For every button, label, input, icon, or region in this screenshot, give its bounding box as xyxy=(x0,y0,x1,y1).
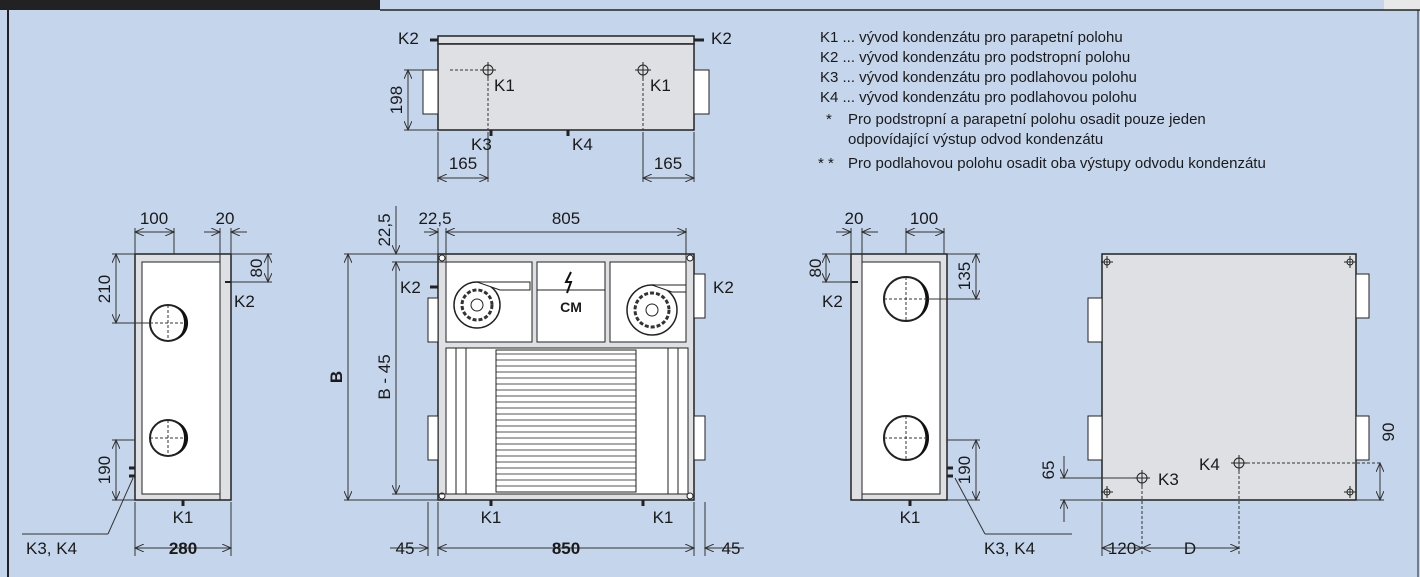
right-side-view xyxy=(822,228,1072,535)
dim-805: 805 xyxy=(552,209,580,228)
label-k3-k4: K3, K4 xyxy=(26,539,77,558)
label-k1: K1 xyxy=(650,76,671,95)
label-k2: K2 xyxy=(398,29,419,48)
note-text: Pro podlahovou polohu osadit oba výstupy… xyxy=(848,155,1266,172)
label-k1: K1 xyxy=(900,508,921,527)
dim-45: 45 xyxy=(722,539,741,558)
dim-100: 100 xyxy=(910,209,938,228)
legend-line: K4 ... vývod kondenzátu pro podlahovou p… xyxy=(820,89,1137,106)
label-k3: K3 xyxy=(1158,470,1179,489)
dim-80: 80 xyxy=(247,259,266,278)
dim-45: 45 xyxy=(396,539,415,558)
mounting-hole-icon xyxy=(480,62,496,78)
lightning-icon xyxy=(564,271,573,294)
label-k2: K2 xyxy=(234,292,255,311)
front-view xyxy=(344,206,744,556)
legend: K1 ... vývod kondenzátu pro parapetní po… xyxy=(818,29,1266,172)
label-k2: K2 xyxy=(713,278,734,297)
dim-90: 90 xyxy=(1379,423,1398,442)
legend-line: K1 ... vývod kondenzátu pro parapetní po… xyxy=(820,29,1123,46)
label-k4: K4 xyxy=(1199,455,1220,474)
dim-210: 210 xyxy=(95,275,114,303)
dim-20: 20 xyxy=(216,209,235,228)
dim-135: 135 xyxy=(955,262,974,290)
label-k2: K2 xyxy=(400,278,421,297)
dim-b: B xyxy=(327,371,346,383)
label-k1: K1 xyxy=(481,508,502,527)
dim-280: 280 xyxy=(169,539,197,558)
dim-80: 80 xyxy=(806,259,825,278)
dim-100: 100 xyxy=(140,209,168,228)
label-cm: CM xyxy=(560,299,582,315)
dim-165: 165 xyxy=(449,154,477,173)
label-k2: K2 xyxy=(711,29,732,48)
label-k3-k4: K3, K4 xyxy=(984,539,1035,558)
label-k1: K1 xyxy=(494,76,515,95)
fan-icon xyxy=(453,281,531,329)
note-mark: * xyxy=(826,111,832,128)
header-bar xyxy=(0,0,380,10)
left-side-view xyxy=(22,228,272,556)
dim-850: 850 xyxy=(552,539,580,558)
note-mark: * * xyxy=(818,155,834,172)
bottom-view xyxy=(1060,253,1384,556)
dim-190: 190 xyxy=(95,456,114,484)
dim-20: 20 xyxy=(845,209,864,228)
label-k1: K1 xyxy=(653,508,674,527)
top-view xyxy=(404,35,710,182)
note-text: odpovídající výstup odvod kondenzátu xyxy=(848,131,1103,148)
dim-190: 190 xyxy=(955,456,974,484)
heat-exchanger-icon xyxy=(495,349,637,493)
note-text: Pro podstropní a parapetní polohu osadit… xyxy=(848,111,1206,128)
label-k3: K3 xyxy=(471,135,492,154)
label-k2: K2 xyxy=(822,292,843,311)
dim-165: 165 xyxy=(654,154,682,173)
dim-d: D xyxy=(1184,539,1196,558)
legend-line: K2 ... vývod kondenzátu pro podstropní p… xyxy=(820,49,1130,66)
dim-22-5: 22,5 xyxy=(375,213,394,246)
legend-line: K3 ... vývod kondenzátu pro podlahovou p… xyxy=(820,69,1137,86)
flange-icon xyxy=(422,69,439,115)
dim-120: 120 xyxy=(1108,539,1136,558)
dim-198: 198 xyxy=(387,86,406,114)
dim-22-5: 22,5 xyxy=(418,209,451,228)
label-k1: K1 xyxy=(173,508,194,527)
labels: K2 K2 K1 K1 K3 K4 165 165 198 100 20 210… xyxy=(26,29,1398,558)
dim-b-minus-45: B - 45 xyxy=(375,354,394,399)
dim-65: 65 xyxy=(1039,461,1058,480)
label-k4: K4 xyxy=(572,135,593,154)
